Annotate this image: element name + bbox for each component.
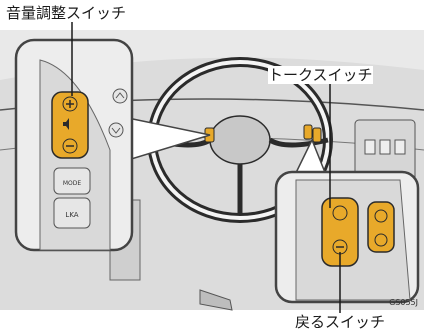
- steering-hub: [209, 115, 271, 165]
- console-button-3: [394, 139, 406, 155]
- console-button-2: [379, 139, 391, 155]
- mode-button-label: MODE: [63, 180, 82, 187]
- volume-switch-highlight: [51, 91, 89, 159]
- lka-button-shape: [53, 197, 91, 229]
- down-chevron-glyph: [111, 127, 121, 134]
- talk-switch-label: トークスイッチ: [268, 66, 373, 84]
- volume-switch-label: 音量調整スイッチ: [6, 4, 127, 22]
- up-arrow-icon: [112, 88, 128, 104]
- phone-icon: [374, 209, 388, 223]
- wheel-right-switch-marker-1: [303, 124, 313, 140]
- wheel-right-switch-marker-2: [312, 127, 322, 143]
- talk-switch-icon: [332, 205, 348, 221]
- up-chevron-glyph: [115, 92, 125, 99]
- mode-button-shape: [53, 167, 91, 195]
- phone-end-icon: [374, 233, 388, 247]
- figure-code: GS055J: [389, 298, 418, 307]
- down-arrow-icon: [108, 122, 124, 138]
- console-button-1: [364, 139, 376, 155]
- lka-button-label: LKA: [65, 211, 78, 219]
- plus-glyph: [66, 100, 74, 108]
- pedal: [199, 289, 233, 311]
- back-switch-label: 戻るスイッチ: [295, 313, 386, 331]
- speaker-icon: [63, 118, 69, 130]
- side-switch-highlight: [367, 201, 395, 253]
